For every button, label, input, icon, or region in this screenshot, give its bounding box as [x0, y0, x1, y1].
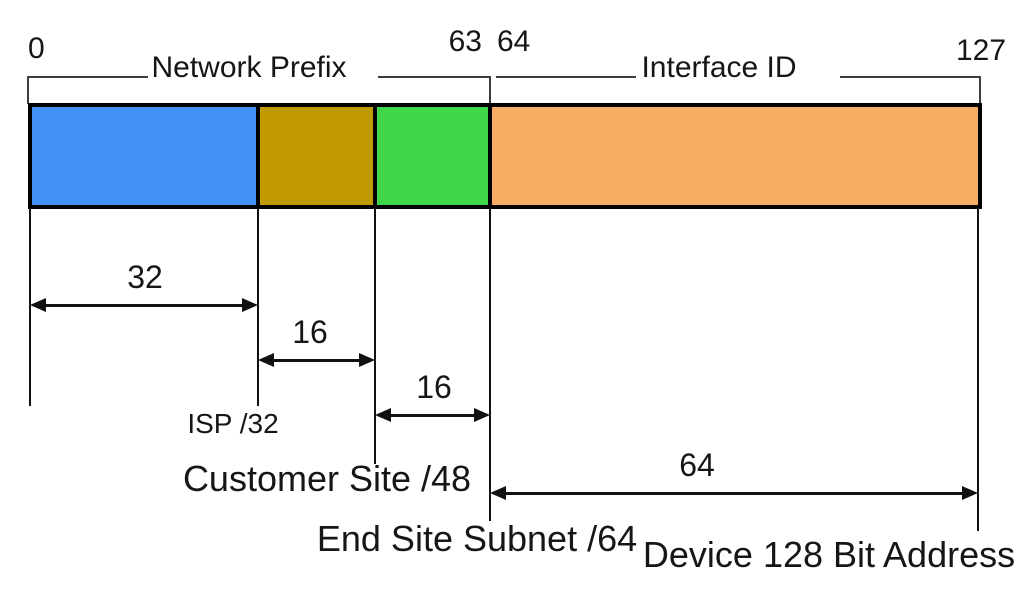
arrow-left-icon [258, 353, 274, 367]
end-site-subnet-segment [377, 107, 492, 205]
customer-site-segment [260, 107, 377, 205]
span-arrow-32 [30, 298, 258, 312]
bit-label-0: 0 [28, 32, 45, 65]
address-bar [28, 103, 982, 209]
arrow-left-icon [30, 298, 46, 312]
end-site-subnet-64-label: End Site Subnet /64 [316, 518, 638, 559]
measure-value-32: 32 [127, 259, 163, 295]
arrow-right-icon [962, 486, 978, 500]
measure-value-64: 64 [679, 447, 715, 483]
span-arrow-16b [375, 408, 490, 422]
isp-32-label: ISP /32 [187, 408, 279, 439]
arrow-right-icon [242, 298, 258, 312]
arrow-shaft [271, 358, 362, 362]
interface-id-bracket-line-right [840, 76, 981, 78]
bit-label-127: 127 [956, 34, 1007, 67]
measure-value-16a: 16 [292, 314, 328, 350]
span-arrow-16a [258, 353, 375, 367]
interface-id-bracket-right-tick [979, 76, 981, 104]
bit-label-64: 64 [497, 25, 531, 58]
measure-value-16b: 16 [416, 369, 452, 405]
network-prefix-bracket-left-tick [27, 76, 29, 104]
network-prefix-bracket-line-left [27, 76, 148, 78]
arrow-left-icon [490, 486, 506, 500]
interface-id-bracket-line-left [496, 76, 636, 78]
bit-label-63: 63 [448, 25, 482, 58]
customer-site-48-label: Customer Site /48 [182, 458, 472, 499]
guide-line-bit32 [257, 208, 259, 406]
guide-line-bit48 [374, 208, 376, 464]
guide-line-bit127 [977, 208, 979, 531]
device-128-bit-address-label: Device 128 Bit Address [642, 534, 1016, 575]
network-prefix-label: Network Prefix [151, 51, 347, 84]
isp-prefix-segment [32, 107, 260, 205]
network-prefix-bracket-line-right [378, 76, 490, 78]
arrow-shaft [503, 491, 965, 495]
span-arrow-64 [490, 486, 978, 500]
bit63-64-divider-tick [489, 76, 491, 104]
arrow-left-icon [375, 408, 391, 422]
interface-id-segment [492, 107, 978, 205]
interface-id-label: Interface ID [641, 51, 797, 84]
arrow-shaft [388, 413, 477, 417]
arrow-right-icon [359, 353, 375, 367]
arrow-right-icon [474, 408, 490, 422]
guide-line-bit64 [489, 208, 491, 521]
arrow-shaft [43, 303, 245, 307]
